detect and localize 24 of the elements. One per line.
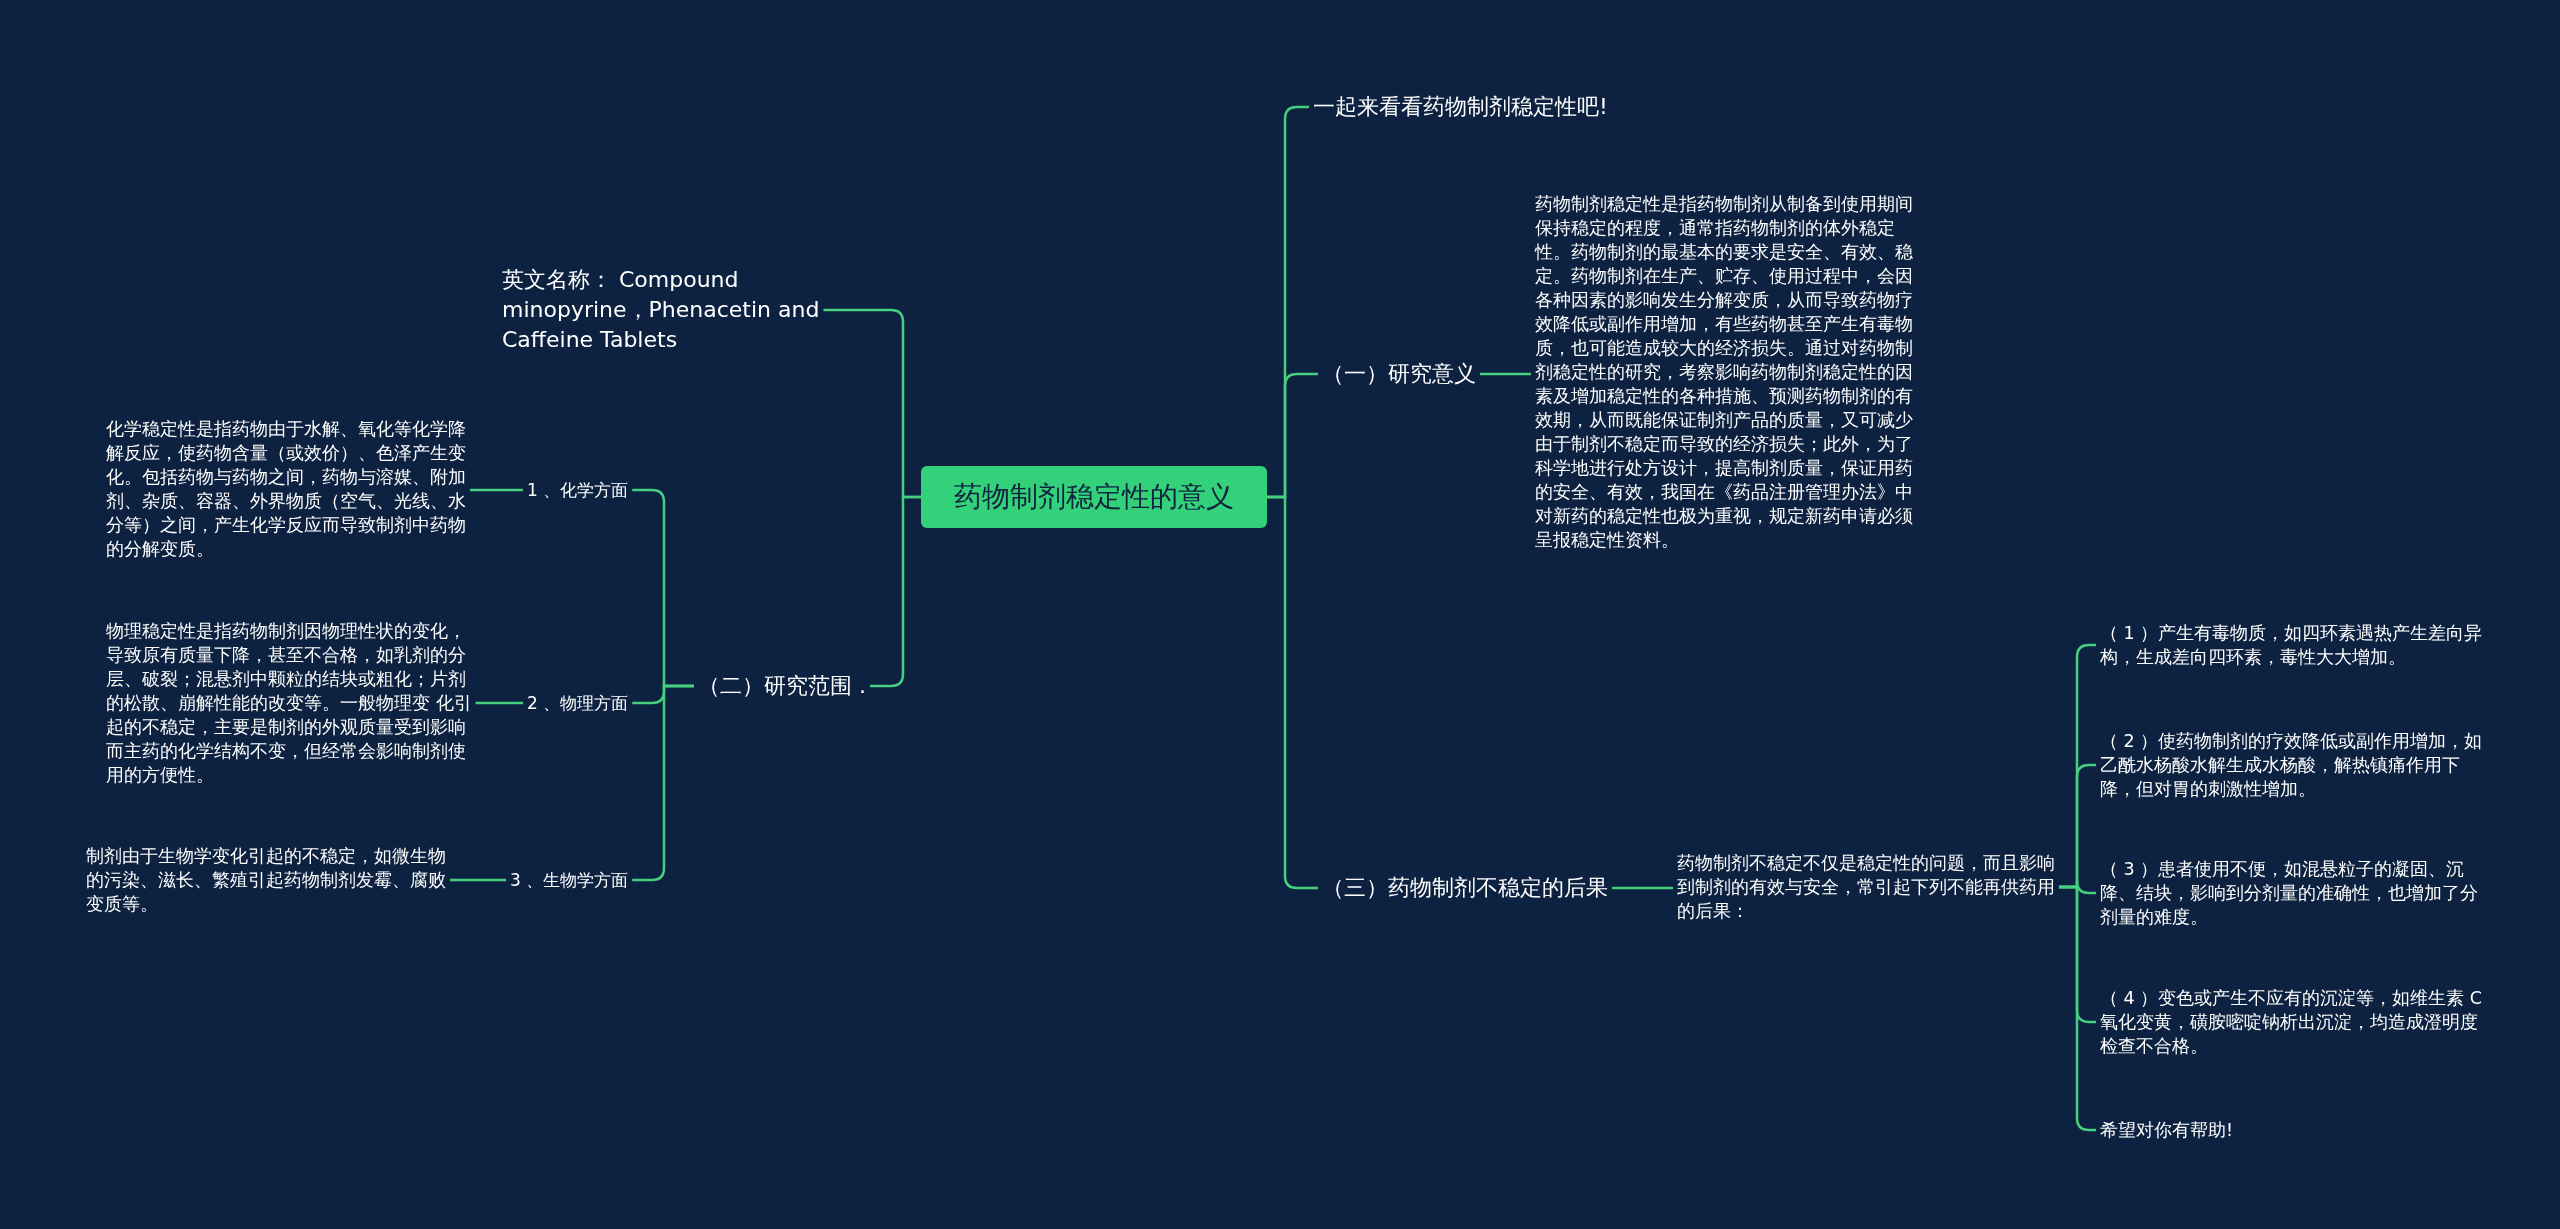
connector-line: [1612, 886, 1673, 890]
paragraph-text: 药物制剂稳定性是指药物制剂从制备到使用期间保持稳定的程度，通常指药物制剂的体外稳定性。药物制剂的最基本的要求是安全、有效、稳定。药物制剂在生产、贮存、使用过程中，会因各种因素的影响发生分解变质，从而导致药物疗效降低或副作用增加，有些药物甚至产生有毒物质，也可能造成较大的经济损失。通过对药物制剂稳定性的研究，考察影响药物制剂稳定性的因素及增加稳定性的各种措施、预测药物制剂的有效期，从而既能保证制剂产品的质量，又可减少由于制剂不稳定而导致的经济损失；此外，为了科学地进行处方设计，提高制剂质量，保证用药的安全、有效，我国在《药品注册管理办法》中对新药的稳定性也极为重视，规定新药申请必须呈报稳定性资料。: [1535, 192, 1913, 552]
connector-line: [450, 878, 506, 882]
paragraph-text: （ 1 ）产生有毒物质，如四环素遇热产生差向异构，生成差向四环素，毒性大大增加。: [2100, 621, 2485, 669]
paragraph-text: （ 3 ）患者使用不便，如混悬粒子的凝固、沉降、结块，影响到分剂量的准确性，也增加了分剂量的难度。: [2100, 857, 2485, 929]
topic-text: 2 、物理方面: [527, 691, 647, 715]
topic-text: 1 、化学方面: [527, 478, 647, 502]
paragraph-text: 制剂由于生物学变化引起的不稳定，如微生物的污染、滋长、繁殖引起药物制剂发霉、腐败变质等。: [86, 844, 456, 916]
paragraph-text: 物理稳定性是指药物制剂因物理性状的变化，导致原有质量下降，甚至不合格，如乳剂的分层、破裂；混悬剂中颗粒的结块或粗化；片剂的松散、崩解性能的改变等。一般物理变 化引起的不稳定，主要是制剂的外观质量受到影响而主药的化学结构不变，但经常会影响制剂使用的方便性。: [106, 619, 476, 787]
connector-line: [1480, 372, 1531, 376]
topic-text: 一起来看看药物制剂稳定性吧!: [1313, 92, 1673, 122]
topic-text: 3 、生物学方面: [510, 868, 650, 892]
paragraph-text: 希望对你有帮助!: [2100, 1118, 2485, 1142]
topic-text: （二）研究范围 .: [698, 671, 888, 701]
topic-text: （三）药物制剂不稳定的后果: [1322, 873, 1632, 903]
paragraph-text: 化学稳定性是指药物由于水解、氧化等化学降解反应，使药物含量（或效价）、色泽产生变化。包括药物与药物之间，药物与溶媒、附加剂、杂质、容器、外界物质（空气、光线、水分等）之间，产生化学反应而导致制剂中药物的分解变质。: [106, 417, 476, 561]
paragraph-text: 药物制剂不稳定不仅是稳定性的问题，而且影响到制剂的有效与安全，常引起下列不能再供药用的后果：: [1677, 851, 2057, 923]
connector-line: [470, 488, 523, 492]
central-topic-box: 药物制剂稳定性的意义: [921, 466, 1267, 528]
topic-text: （一）研究意义: [1322, 359, 1492, 389]
connector-line: [475, 701, 523, 705]
paragraph-text: （ 4 ）变色或产生不应有的沉淀等，如维生素 C 氧化变黄，磺胺嘧啶钠析出沉淀，均造成澄明度检查不合格。: [2100, 986, 2485, 1058]
topic-text: 英文名称： Compound minopyrine，Phenacetin and Caffeine Tablets: [502, 265, 887, 355]
paragraph-text: （ 2 ）使药物制剂的疗效降低或副作用增加，如乙酰水杨酸水解生成水杨酸，解热镇痛作用下降，但对胃的刺激性增加。: [2100, 729, 2485, 801]
